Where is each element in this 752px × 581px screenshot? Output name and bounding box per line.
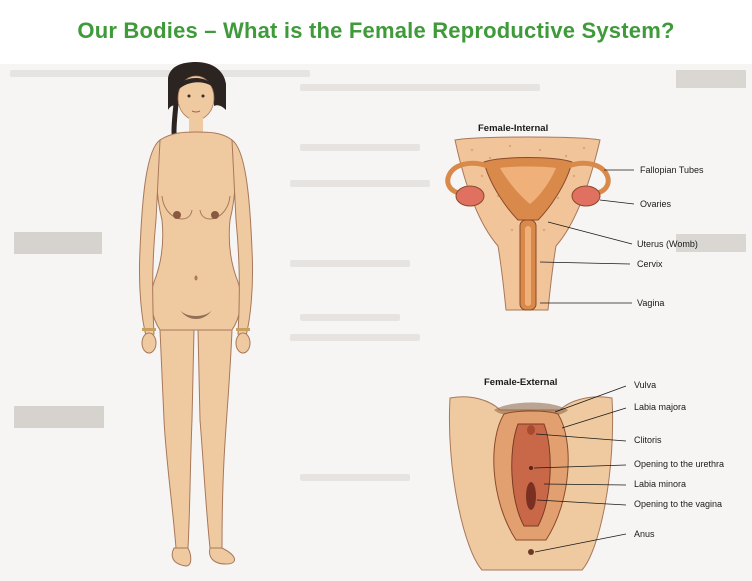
label-labia-majora: Labia majora <box>634 402 686 412</box>
external-heading: Female-External <box>484 377 557 388</box>
label-labia-minora: Labia minora <box>634 479 686 489</box>
internal-organs-diagram: Female-Internal <box>448 123 704 310</box>
label-urethra-opening: Opening to the urethra <box>634 459 724 469</box>
female-body-illustration <box>139 62 252 566</box>
label-vulva: Vulva <box>634 380 656 390</box>
label-fallopian-tubes: Fallopian Tubes <box>640 165 704 175</box>
label-anus: Anus <box>634 529 655 539</box>
label-clitoris: Clitoris <box>634 435 662 445</box>
label-vagina: Vagina <box>637 298 664 308</box>
internal-heading: Female-Internal <box>478 123 548 134</box>
external-anatomy-diagram: Female-External Vul <box>449 377 724 570</box>
label-uterus: Uterus (Womb) <box>637 239 698 249</box>
label-vaginal-opening: Opening to the vagina <box>634 499 722 509</box>
label-ovaries: Ovaries <box>640 199 672 209</box>
label-cervix: Cervix <box>637 259 663 269</box>
